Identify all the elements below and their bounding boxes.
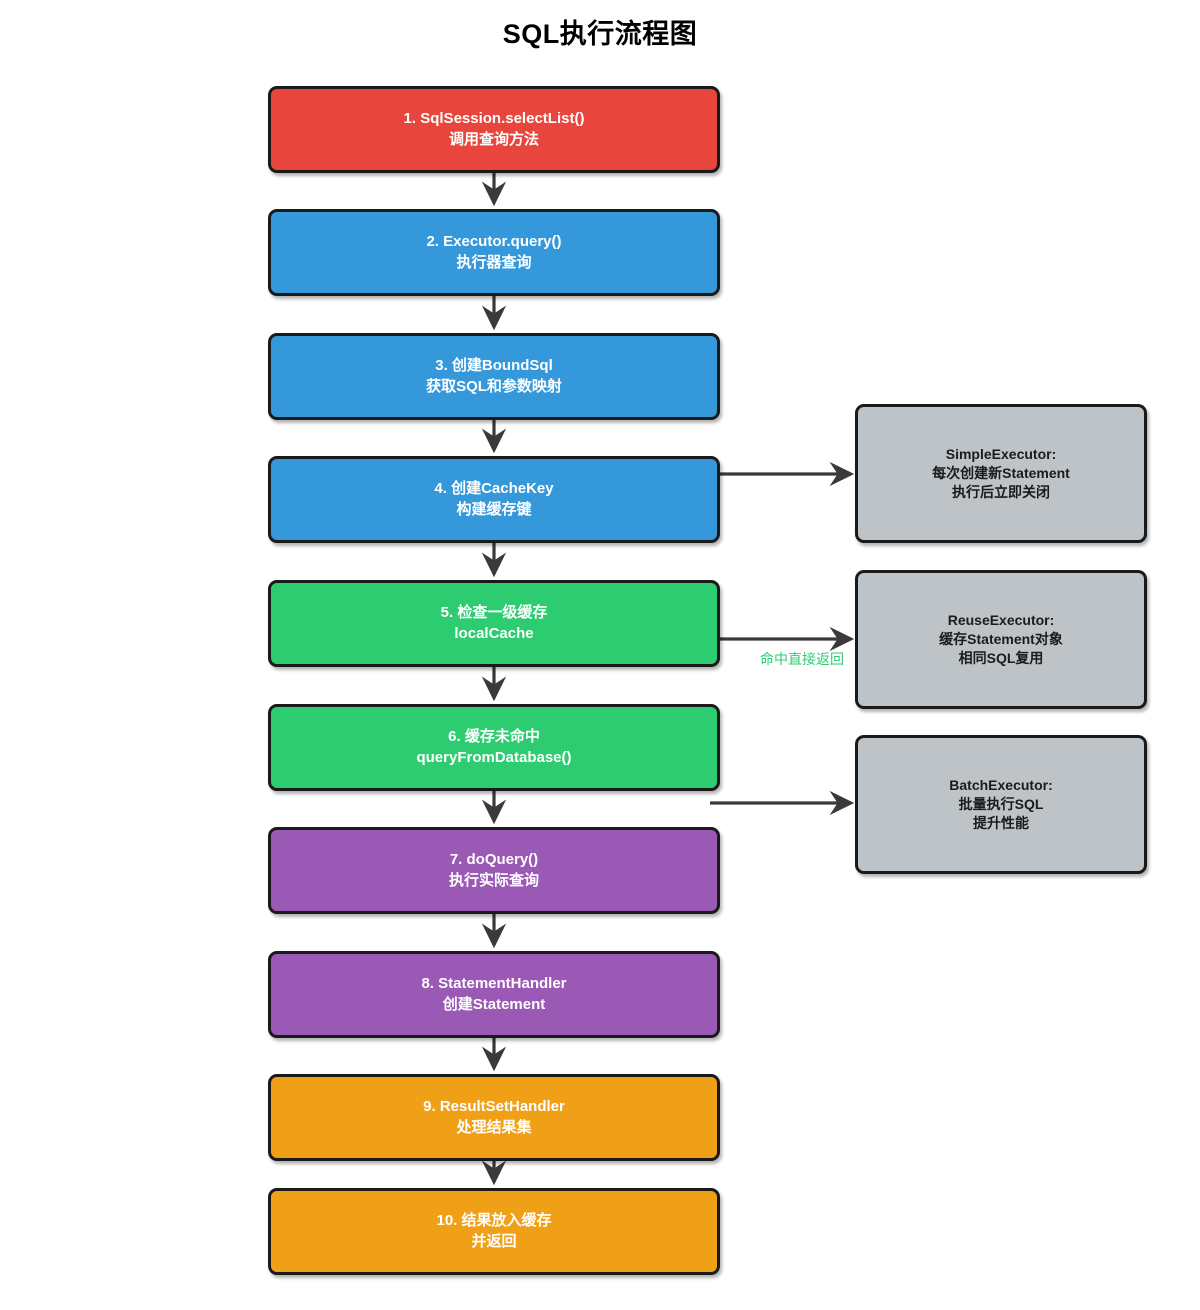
- node-step4-line2: 构建缓存键: [456, 500, 532, 518]
- node-step6-line1: 6. 缓存未命中: [448, 728, 540, 746]
- node-reuse-executor[interactable]: ReuseExecutor: 缓存Statement对象 相同SQL复用: [855, 570, 1147, 709]
- node-step1[interactable]: 1. SqlSession.selectList() 调用查询方法: [268, 86, 720, 173]
- node-step6[interactable]: 6. 缓存未命中 queryFromDatabase(): [268, 704, 720, 791]
- node-step8-line1: 8. StatementHandler: [421, 975, 567, 993]
- node-step3-line2: 获取SQL和参数映射: [426, 377, 562, 395]
- node-batch-executor-line2: 批量执行SQL: [958, 796, 1044, 813]
- node-step1-line1: 1. SqlSession.selectList(): [403, 110, 585, 128]
- node-step10[interactable]: 10. 结果放入缓存 并返回: [268, 1188, 720, 1275]
- node-step7-line2: 执行实际查询: [448, 871, 539, 889]
- node-step4-line1: 4. 创建CacheKey: [434, 480, 554, 498]
- node-step2-line2: 执行器查询: [456, 253, 532, 271]
- node-step2[interactable]: 2. Executor.query() 执行器查询: [268, 209, 720, 296]
- node-simple-executor-line1: SimpleExecutor:: [945, 446, 1057, 463]
- node-step6-line2: queryFromDatabase(): [416, 748, 572, 766]
- node-step7[interactable]: 7. doQuery() 执行实际查询: [268, 827, 720, 914]
- node-step9-line2: 处理结果集: [456, 1118, 532, 1136]
- page-title: SQL执行流程图: [502, 19, 698, 49]
- node-step5[interactable]: 5. 检查一级缓存 localCache: [268, 580, 720, 667]
- node-simple-executor[interactable]: SimpleExecutor: 每次创建新Statement 执行后立即关闭: [855, 404, 1147, 543]
- node-batch-executor[interactable]: BatchExecutor: 批量执行SQL 提升性能: [855, 735, 1147, 874]
- node-reuse-executor-line3: 相同SQL复用: [958, 649, 1044, 666]
- node-step10-line1: 10. 结果放入缓存: [436, 1212, 552, 1230]
- node-batch-executor-line1: BatchExecutor:: [949, 777, 1053, 794]
- node-step8-line2: 创建Statement: [442, 995, 546, 1013]
- node-step9-line1: 9. ResultSetHandler: [423, 1098, 565, 1116]
- node-step7-line1: 7. doQuery(): [449, 851, 539, 869]
- edge-label-cache-hit: 命中直接返回: [760, 651, 844, 667]
- node-simple-executor-line3: 执行后立即关闭: [952, 483, 1050, 500]
- node-step3[interactable]: 3. 创建BoundSql 获取SQL和参数映射: [268, 333, 720, 420]
- node-step1-line2: 调用查询方法: [448, 130, 539, 148]
- node-step4[interactable]: 4. 创建CacheKey 构建缓存键: [268, 456, 720, 543]
- node-step10-line2: 并返回: [471, 1232, 517, 1250]
- node-step2-line1: 2. Executor.query(): [426, 233, 562, 251]
- node-step9[interactable]: 9. ResultSetHandler 处理结果集: [268, 1074, 720, 1161]
- node-simple-executor-line2: 每次创建新Statement: [932, 465, 1070, 482]
- node-reuse-executor-line1: ReuseExecutor:: [947, 612, 1055, 629]
- node-step5-line2: localCache: [454, 624, 534, 642]
- node-step3-line1: 3. 创建BoundSql: [435, 357, 553, 375]
- node-batch-executor-line3: 提升性能: [973, 814, 1029, 831]
- node-step8[interactable]: 8. StatementHandler 创建Statement: [268, 951, 720, 1038]
- node-step5-line1: 5. 检查一级缓存: [440, 604, 548, 622]
- node-reuse-executor-line2: 缓存Statement对象: [939, 631, 1063, 648]
